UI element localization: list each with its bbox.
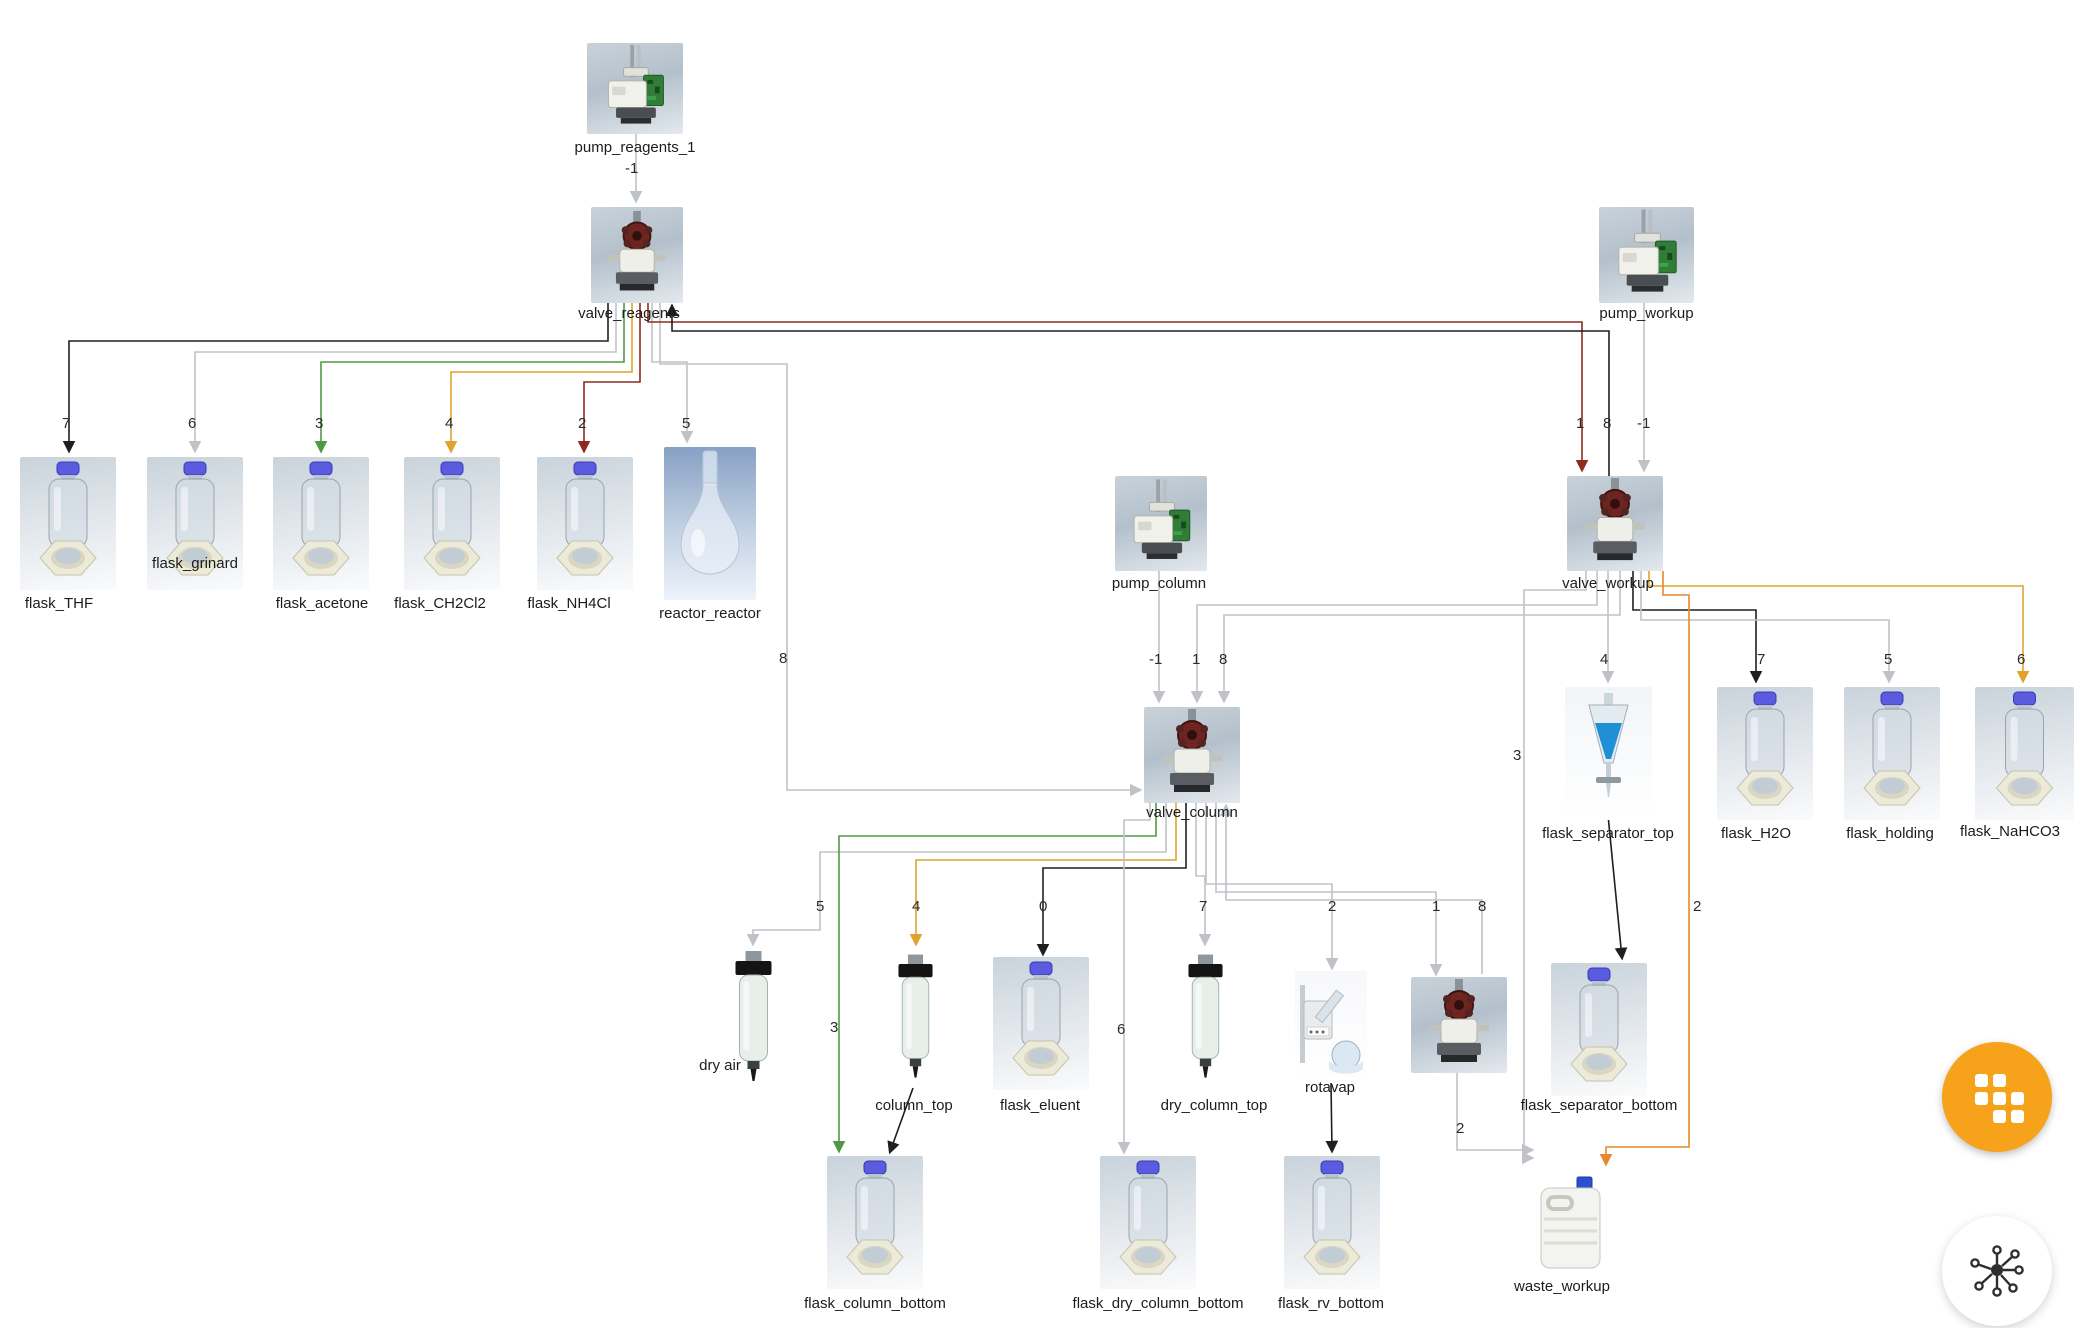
node-label-rotavap: rotavap xyxy=(1304,1079,1356,1096)
cartridge-icon xyxy=(1188,954,1223,1078)
node-label-flask_eluent: flask_eluent xyxy=(999,1097,1081,1114)
reactor_reactor-node[interactable] xyxy=(664,447,756,600)
node-label-pump_reagents_1: pump_reagents_1 xyxy=(574,139,696,156)
assistant-button[interactable] xyxy=(1942,1216,2052,1326)
pump_column-node[interactable] xyxy=(1115,476,1207,571)
flask_grinard-node[interactable] xyxy=(147,457,243,590)
cartridge-icon xyxy=(735,951,772,1081)
node-label-flask_separator_top: flask_separator_top xyxy=(1542,825,1674,842)
rotavap-icon xyxy=(1300,985,1363,1074)
pump_workup-node[interactable] xyxy=(1599,207,1694,303)
menu-grid-button[interactable] xyxy=(1942,1042,2052,1152)
valve_reagents-node[interactable] xyxy=(591,207,683,303)
bottle-icon xyxy=(846,1160,904,1275)
flask_CH2Cl2-node[interactable] xyxy=(404,457,500,590)
valve-icon xyxy=(1585,477,1645,561)
flask_NH4Cl-node[interactable] xyxy=(537,457,633,590)
flask_eluent-node[interactable] xyxy=(993,957,1089,1090)
node-label-flask_separator_bottom: flask_separator_bottom xyxy=(1520,1097,1678,1114)
pump_reagents_1-node[interactable] xyxy=(587,43,683,134)
bottle-icon xyxy=(1570,967,1628,1082)
node-label-dry_column_top: dry_column_top xyxy=(1160,1097,1268,1114)
node-label-flask_holding: flask_holding xyxy=(1846,825,1934,842)
node-label-flask_THF: flask_THF xyxy=(24,595,94,612)
bottle-icon xyxy=(1863,691,1921,806)
bottle-icon xyxy=(292,461,350,576)
node-label-flask_H2O: flask_H2O xyxy=(1720,825,1792,842)
bottle-icon xyxy=(166,461,224,576)
bottle-icon xyxy=(1736,691,1794,806)
node-label-flask_dry_column_bottom: flask_dry_column_bottom xyxy=(1072,1295,1244,1312)
pump-icon xyxy=(607,44,664,124)
node-label-waste_workup: waste_workup xyxy=(1514,1278,1610,1295)
pump-icon xyxy=(1133,479,1191,559)
node-label-column_top: column_top xyxy=(875,1097,953,1114)
bottle-icon xyxy=(1012,961,1070,1076)
flask_separator_top-node[interactable] xyxy=(1565,687,1652,820)
node-label-pump_workup: pump_workup xyxy=(1599,305,1694,322)
bottle-icon xyxy=(39,461,97,576)
flask_H2O-node[interactable] xyxy=(1717,687,1813,820)
reactor-icon xyxy=(680,450,740,575)
bottle-icon xyxy=(423,461,481,576)
node-label-flask_NH4Cl: flask_NH4Cl xyxy=(527,595,611,612)
node-label-flask_grinard: flask_grinard xyxy=(152,555,238,572)
bottle-icon xyxy=(1303,1160,1361,1275)
dry_air-node[interactable] xyxy=(724,947,783,1088)
valve-icon xyxy=(1162,709,1222,792)
grid-dots-icon xyxy=(1968,1067,2026,1128)
flask_column_bottom-node[interactable] xyxy=(827,1156,923,1289)
valve_workup-node[interactable] xyxy=(1567,476,1663,571)
node-label-valve_workup: valve_workup xyxy=(1562,575,1654,592)
node-label-valve_reagents: valve_reagents xyxy=(578,305,680,322)
waste-icon xyxy=(1540,1176,1601,1269)
rotavap-node[interactable] xyxy=(1295,971,1367,1083)
valve-icon xyxy=(608,210,666,291)
flask_rv_bottom-node[interactable] xyxy=(1284,1156,1380,1289)
node-label-flask_column_bottom: flask_column_bottom xyxy=(804,1295,946,1312)
flask_dry_column_bottom-node[interactable] xyxy=(1100,1156,1196,1289)
bottle-icon xyxy=(1119,1160,1177,1275)
bottle-icon xyxy=(1995,691,2054,806)
valve_unlabeled-node[interactable] xyxy=(1411,977,1507,1073)
node-label-dry_air: dry air xyxy=(699,1057,741,1074)
pump-icon xyxy=(1618,209,1677,292)
bottle-icon xyxy=(556,461,614,576)
node-label-valve_column: valve_column xyxy=(1146,804,1238,821)
valve_column-node[interactable] xyxy=(1144,707,1240,803)
separator-icon xyxy=(1588,693,1629,797)
flask_acetone-node[interactable] xyxy=(273,457,369,590)
valve-icon xyxy=(1429,979,1489,1062)
node-label-reactor_reactor: reactor_reactor xyxy=(659,605,761,622)
dry_column_top-node[interactable] xyxy=(1179,947,1232,1088)
node-label-flask_rv_bottom: flask_rv_bottom xyxy=(1278,1295,1384,1312)
flask_separator_bottom-node[interactable] xyxy=(1551,963,1647,1096)
node-label-flask_CH2Cl2: flask_CH2Cl2 xyxy=(394,595,486,612)
node-label-flask_acetone: flask_acetone xyxy=(275,595,369,612)
node-label-pump_column: pump_column xyxy=(1111,575,1207,592)
flask_holding-node[interactable] xyxy=(1844,687,1940,820)
node-label-flask_NaHCO3: flask_NaHCO3 xyxy=(1959,823,2061,840)
flask_THF-node[interactable] xyxy=(20,457,116,590)
cartridge-icon xyxy=(898,954,933,1078)
neural-network-icon xyxy=(1966,1239,2028,1304)
column_top-node[interactable] xyxy=(889,947,942,1088)
waste_workup-node[interactable] xyxy=(1536,1171,1605,1275)
flask_NaHCO3-node[interactable] xyxy=(1975,687,2074,820)
